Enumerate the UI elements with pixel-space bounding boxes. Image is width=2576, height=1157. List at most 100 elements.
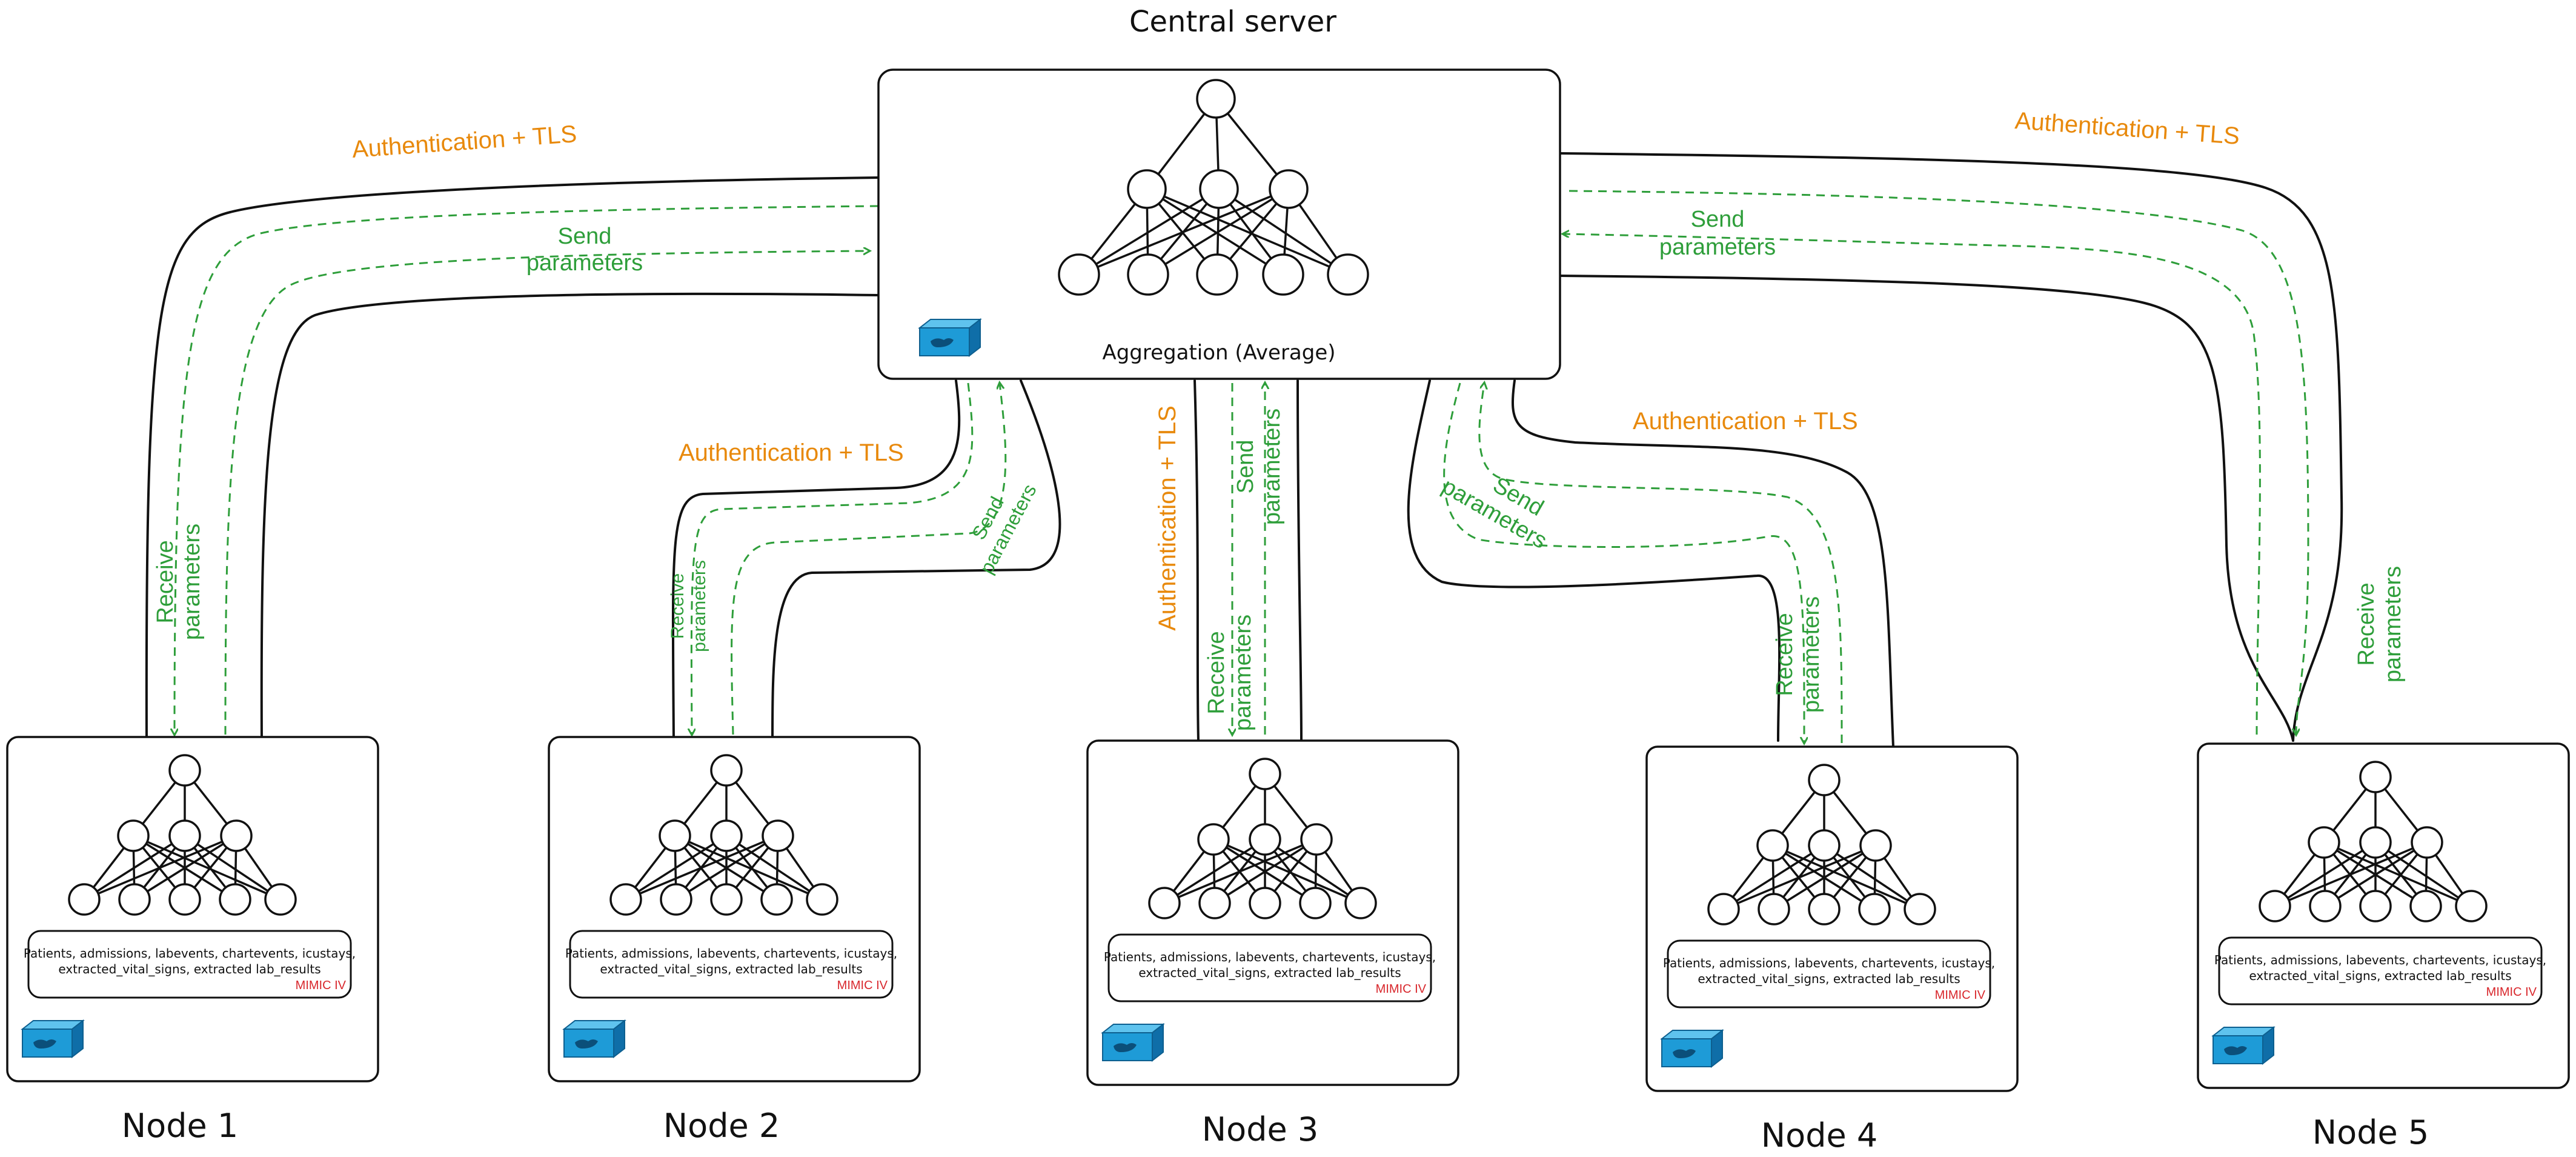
neuron (762, 819, 794, 852)
auth-label-node1: Authentication + TLS (351, 121, 578, 163)
neuron (1707, 893, 1740, 925)
nn-edge (184, 835, 281, 901)
receive-label-node2-line2: parameters (689, 560, 709, 652)
node-1: Patients, admissions, labevents, chartev… (6, 736, 379, 1145)
neuron (710, 754, 743, 787)
dataset-tables-line2: extracted_vital_signs, extracted lab_res… (2249, 969, 2511, 983)
neuron (2259, 890, 2291, 922)
nn-edge (2274, 841, 2428, 907)
neuron (1859, 829, 1892, 862)
neuron (710, 819, 743, 852)
node-label: Node 2 (663, 1107, 780, 1145)
neuron (219, 883, 251, 916)
dataset-tables-line2: extracted_vital_signs, extracted lab_res… (600, 962, 862, 976)
nn-edge (1772, 844, 1920, 910)
dataset-frame (569, 930, 894, 999)
send-label-node3-line2: parameters (1260, 408, 1285, 525)
neuron (1148, 887, 1181, 919)
server-title: Central server (1129, 5, 1336, 39)
neuron (1269, 169, 1309, 209)
nn-edge (2323, 841, 2472, 907)
neuron (2455, 890, 2488, 922)
neuron (1197, 823, 1230, 856)
neuron (168, 883, 201, 916)
nn-edge (1773, 844, 1876, 910)
docker-container-icon (1661, 1030, 1723, 1067)
receive-label-node1-line2: parameters (179, 524, 205, 640)
nn-edge (625, 835, 727, 901)
neuron (264, 883, 297, 916)
send-label-node5-line2: parameters (1659, 235, 1776, 260)
nn-edge (1824, 844, 1920, 910)
channel-node2 (671, 379, 1061, 742)
node-label: Node 3 (1202, 1110, 1318, 1149)
neuron (220, 819, 253, 852)
dataset-frame (2218, 936, 2543, 1005)
nn-edge (1723, 844, 1876, 910)
receive-label-node5-line1: Receive (2354, 582, 2379, 665)
node-5: Patients, admissions, labevents, chartev… (2197, 742, 2570, 1152)
dataset-box: Patients, admissions, labevents, chartev… (1663, 939, 1995, 1009)
dataset-tables-line1: Patients, admissions, labevents, chartev… (2214, 953, 2546, 967)
dataset-frame (1667, 939, 1991, 1009)
nn-edge (1264, 838, 1361, 904)
channel-node5 (1559, 152, 2343, 742)
neuron (2308, 826, 2340, 859)
node-3: Patients, admissions, labevents, chartev… (1086, 739, 1459, 1149)
channel-node4 (1407, 379, 1894, 748)
central-server: Aggregation (Average) (877, 68, 1561, 380)
docker-container-icon (22, 1020, 84, 1058)
receive-label-node4-line2: parameters (1799, 596, 1824, 713)
client-nodes: Patients, admissions, labevents, chartev… (6, 736, 2570, 1155)
neuron (806, 883, 838, 916)
auth-label-node4: Authentication + TLS (1633, 408, 1858, 435)
neuron (609, 883, 642, 916)
server-neural-network (1058, 79, 1369, 296)
docker-container-icon (1102, 1024, 1164, 1061)
dataset-frame (27, 930, 352, 999)
neuron (1249, 758, 1281, 790)
neuron (118, 883, 151, 916)
neuron (2359, 761, 2392, 793)
nn-edge (134, 835, 237, 901)
dataset-frame (1107, 933, 1432, 1002)
neuron (1262, 253, 1304, 296)
neuron (1758, 893, 1790, 925)
node-label: Node 1 (122, 1107, 238, 1145)
neuron (1300, 823, 1333, 856)
neuron (68, 883, 101, 916)
nn-edge (1213, 838, 1361, 904)
neuron (659, 819, 691, 852)
neuron (1327, 253, 1369, 296)
dataset-source-label: MIMIC IV (1376, 982, 1427, 996)
auth-label-node5: Authentication + TLS (2014, 107, 2240, 150)
node-label: Node 4 (1761, 1116, 1877, 1155)
dataset-tables-line1: Patients, admissions, labevents, chartev… (24, 946, 356, 961)
dataset-tables-line2: extracted_vital_signs, extracted lab_res… (1138, 965, 1401, 980)
server-caption: Aggregation (Average) (1102, 341, 1335, 365)
nn-edge (625, 835, 778, 901)
dataset-tables-line2: extracted_vital_signs, extracted lab_res… (1698, 972, 1960, 986)
docker-container-icon (919, 319, 981, 356)
neuron (1127, 169, 1167, 209)
dataset-source-label: MIMIC IV (296, 979, 347, 992)
neuron (1808, 764, 1841, 796)
neuron (1808, 829, 1841, 862)
receive-label-node4-line1: Receive (1772, 613, 1798, 696)
dataset-tables-line1: Patients, admissions, labevents, chartev… (1663, 956, 1995, 970)
dataset-tables-line1: Patients, admissions, labevents, chartev… (565, 946, 897, 961)
receive-label-node3-line1: Receive (1204, 631, 1229, 714)
node-neural-network (2259, 761, 2488, 922)
node-neural-network (1148, 758, 1377, 919)
nn-edge (84, 835, 237, 901)
dataset-box: Patients, admissions, labevents, chartev… (565, 930, 897, 999)
neuron (2309, 890, 2342, 922)
node-neural-network (609, 754, 838, 916)
send-label-node3-line1: Send (1233, 440, 1258, 494)
neuron (117, 819, 150, 852)
nn-edge (1723, 844, 1825, 910)
neuron (710, 883, 743, 916)
neuron (1196, 253, 1238, 296)
neuron (1127, 253, 1169, 296)
